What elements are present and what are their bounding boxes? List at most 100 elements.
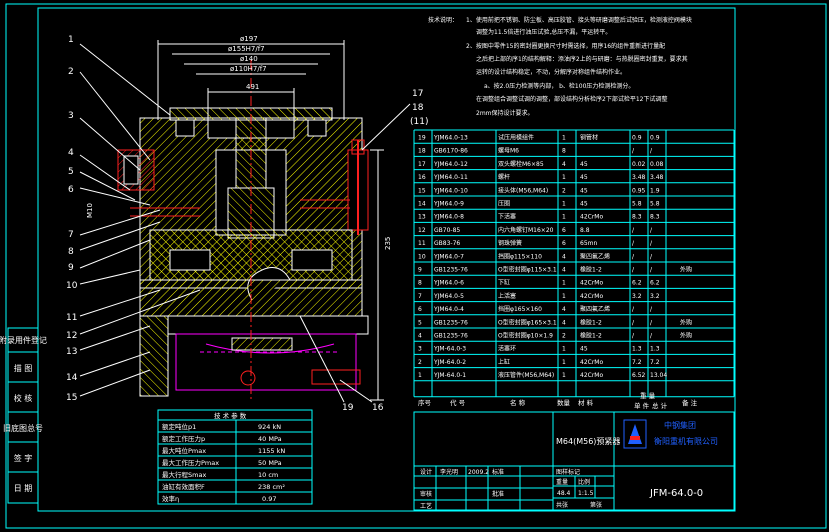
bom-cell-r6-c5: 8.3 <box>632 214 642 221</box>
bom-cell-r15-c7: 外购 <box>680 332 692 340</box>
tb-process-label: 工艺 <box>420 502 432 510</box>
bom-cell-r15-c5: / <box>632 333 635 340</box>
bom-cell-r14-c4: 橡胶1-2 <box>580 318 602 326</box>
bom-cell-r5-c1: YJM64.0-9 <box>433 201 464 208</box>
base-block <box>139 315 169 397</box>
bom-cell-r12-c4: 42CrMo <box>580 293 603 300</box>
note-line-6: 在调整组合调整试调的调整，部设结构分析检序2下部试检平12下试调整 <box>476 95 667 103</box>
bom-cell-r5-c0: 14 <box>418 201 426 208</box>
bom-cell-r7-c5: / <box>632 227 635 234</box>
bom-cell-r3-c2: 螺杆 <box>498 173 510 181</box>
tb-design-label: 设计 <box>420 468 432 476</box>
bom-cell-r1-c0: 18 <box>418 148 426 155</box>
tech-r0-v: 924 kN <box>258 423 281 431</box>
bom-cell-r5-c2: 压圈 <box>498 201 510 208</box>
note-line-3: 之后把上部的序1的结构解释：添油序2上的与研磨：与热脱圈密封重复，要求其 <box>476 55 688 63</box>
tech-notes: 技术说明： 1、使用前把不锈钢、防尘板、高压胶管、接头等研磨调整后试验压，检测液… <box>428 16 692 117</box>
tb-drawing-no: JFM-64.0-0 <box>649 488 703 499</box>
leader-9: 9 <box>68 263 74 273</box>
bom-cell-r4-c5: 0.95 <box>632 187 646 194</box>
bom-cell-r11-c1: YJM64.0-6 <box>433 280 464 287</box>
tb-weight-h: 重量 <box>556 478 568 486</box>
bom-cell-r12-c1: YJM64.0-5 <box>433 293 464 300</box>
leader-3: 3 <box>68 111 74 121</box>
leader-4: 4 <box>68 148 74 158</box>
bom-cell-r8-c4: 65mn <box>580 240 597 247</box>
bom-cell-r10-c5: / <box>632 267 635 274</box>
tb-std-label: 标准 <box>492 468 504 476</box>
bom-cell-r0-c6: 0.9 <box>650 135 660 142</box>
bom-h-mat: 材 料 <box>578 398 594 407</box>
tech-r2-k: 最大吨位Pmax <box>162 446 206 455</box>
bom-cell-r14-c2: O型密封圈φ165×3.1 <box>498 318 557 326</box>
bom-cell-r4-c2: 接头体(M56,M64) <box>498 186 548 194</box>
bom-cell-r17-c6: 7.2 <box>650 359 660 366</box>
bom-cell-r0-c1: YJM64.0-13 <box>433 135 468 142</box>
leader-7: 7 <box>68 230 74 240</box>
bom-cell-r18-c5: 6.52 <box>632 372 646 379</box>
bom-cell-r9-c3: 4 <box>562 253 566 260</box>
notes-title: 技术说明： <box>428 16 458 24</box>
bom-cell-r3-c4: 45 <box>580 174 588 181</box>
bom-cell-r11-c6: 6.2 <box>650 280 660 287</box>
leader-15: 15 <box>66 393 77 403</box>
tb-approve-label: 批准 <box>492 490 504 498</box>
side-label-0: 附录用件登记 <box>0 335 47 345</box>
bom-cell-r18-c0: 1 <box>418 372 422 379</box>
bom-cell-r8-c0: 11 <box>418 240 426 247</box>
note-line-0: 1、使用前把不锈钢、防尘板、高压胶管、接头等研磨调整后试验压，检测液控阀模块 <box>466 16 692 24</box>
dim-d3: ø140 <box>240 55 258 63</box>
bom-cell-r8-c1: GB83-76 <box>434 240 460 247</box>
leader-16: 16 <box>372 403 384 413</box>
title-block-grid <box>413 411 735 511</box>
tech-r1-v: 40 MPa <box>258 435 282 443</box>
leader-labels-left: 1 2 3 4 5 6 7 8 9 10 11 12 13 14 15 <box>66 35 78 403</box>
bom-cell-r14-c7: 外购 <box>680 318 692 326</box>
bom-cell-r12-c5: 3.2 <box>632 293 642 300</box>
bom-cell-r18-c6: 13.04 <box>650 372 667 379</box>
leader-17: 17 <box>412 89 423 99</box>
bom-cell-r12-c2: 上活塞 <box>498 292 516 300</box>
bom-header: 序号 代 号 名 称 数量 材 料 单 件 总 计 备 注 重 量 <box>418 392 698 410</box>
bom-cell-r11-c4: 42CrMo <box>580 280 603 287</box>
tech-table-text: 技 术 参 数 额定吨位p1 924 kN 额定工作压力p 40 MPa 最大吨… <box>162 411 285 503</box>
bom-cell-r12-c0: 7 <box>418 293 422 300</box>
bom-cell-r15-c4: 橡胶1-2 <box>580 332 602 340</box>
bom-cell-r4-c1: YJM64.0-10 <box>433 187 468 194</box>
outer-frame <box>5 3 827 529</box>
leader-12: 12 <box>66 331 77 341</box>
bom-cell-r11-c2: 下缸 <box>498 279 510 287</box>
bom-cell-r16-c3: 1 <box>562 346 566 353</box>
bom-cell-r7-c0: 12 <box>418 227 426 234</box>
tail-rod <box>311 369 361 385</box>
bom-cell-r13-c0: 6 <box>418 306 422 313</box>
bom-cell-r10-c7: 外购 <box>680 266 692 274</box>
bom-cell-r11-c0: 8 <box>418 280 422 287</box>
side-labels: 附录用件登记 描 图 校 核 旧底图总号 签 字 日 期 <box>0 335 47 493</box>
bom-cell-r8-c2: 钢珠弹簧 <box>498 239 522 247</box>
tb-review-label: 审核 <box>420 490 432 498</box>
tb-company-1: 中钢集团 <box>664 420 696 430</box>
bom-cell-r13-c4: 聚四氟乙烯 <box>580 305 610 313</box>
bom-cell-r10-c0: 9 <box>418 267 422 274</box>
leader-11b: (11) <box>410 117 428 127</box>
bom-cell-r1-c6: / <box>650 148 653 155</box>
leader-19: 19 <box>342 403 354 413</box>
bom-cell-r14-c5: / <box>632 319 635 326</box>
bom-cell-r10-c2: O型密封圈φ115×3.1 <box>498 266 557 274</box>
leader-6: 6 <box>68 185 74 195</box>
bom-h-seq: 序号 <box>418 398 432 407</box>
bom-h-qty: 数量 <box>557 398 571 407</box>
bom-cell-r2-c0: 17 <box>418 161 426 168</box>
tb-designer: 李光明 <box>440 468 458 476</box>
bom-h-code: 代 号 <box>450 398 466 407</box>
bom-cell-r14-c1: GB1235-76 <box>434 319 468 326</box>
bom-cell-r2-c2: 双头螺栓M6×85 <box>498 160 544 168</box>
tech-r4-k: 最大行程Smax <box>162 470 206 479</box>
bom-cell-r9-c6: / <box>650 253 653 260</box>
bom-cell-r5-c3: 1 <box>562 201 566 208</box>
side-label-3: 旧底图总号 <box>3 423 43 433</box>
bom-cell-r16-c6: 1.3 <box>650 346 660 353</box>
bom-cell-r16-c2: 活塞环 <box>498 345 516 353</box>
note-line-2: 2、按图中零件15的密封圈更换尺寸时需选择，用序16的组件重新进行量配 <box>466 42 665 50</box>
